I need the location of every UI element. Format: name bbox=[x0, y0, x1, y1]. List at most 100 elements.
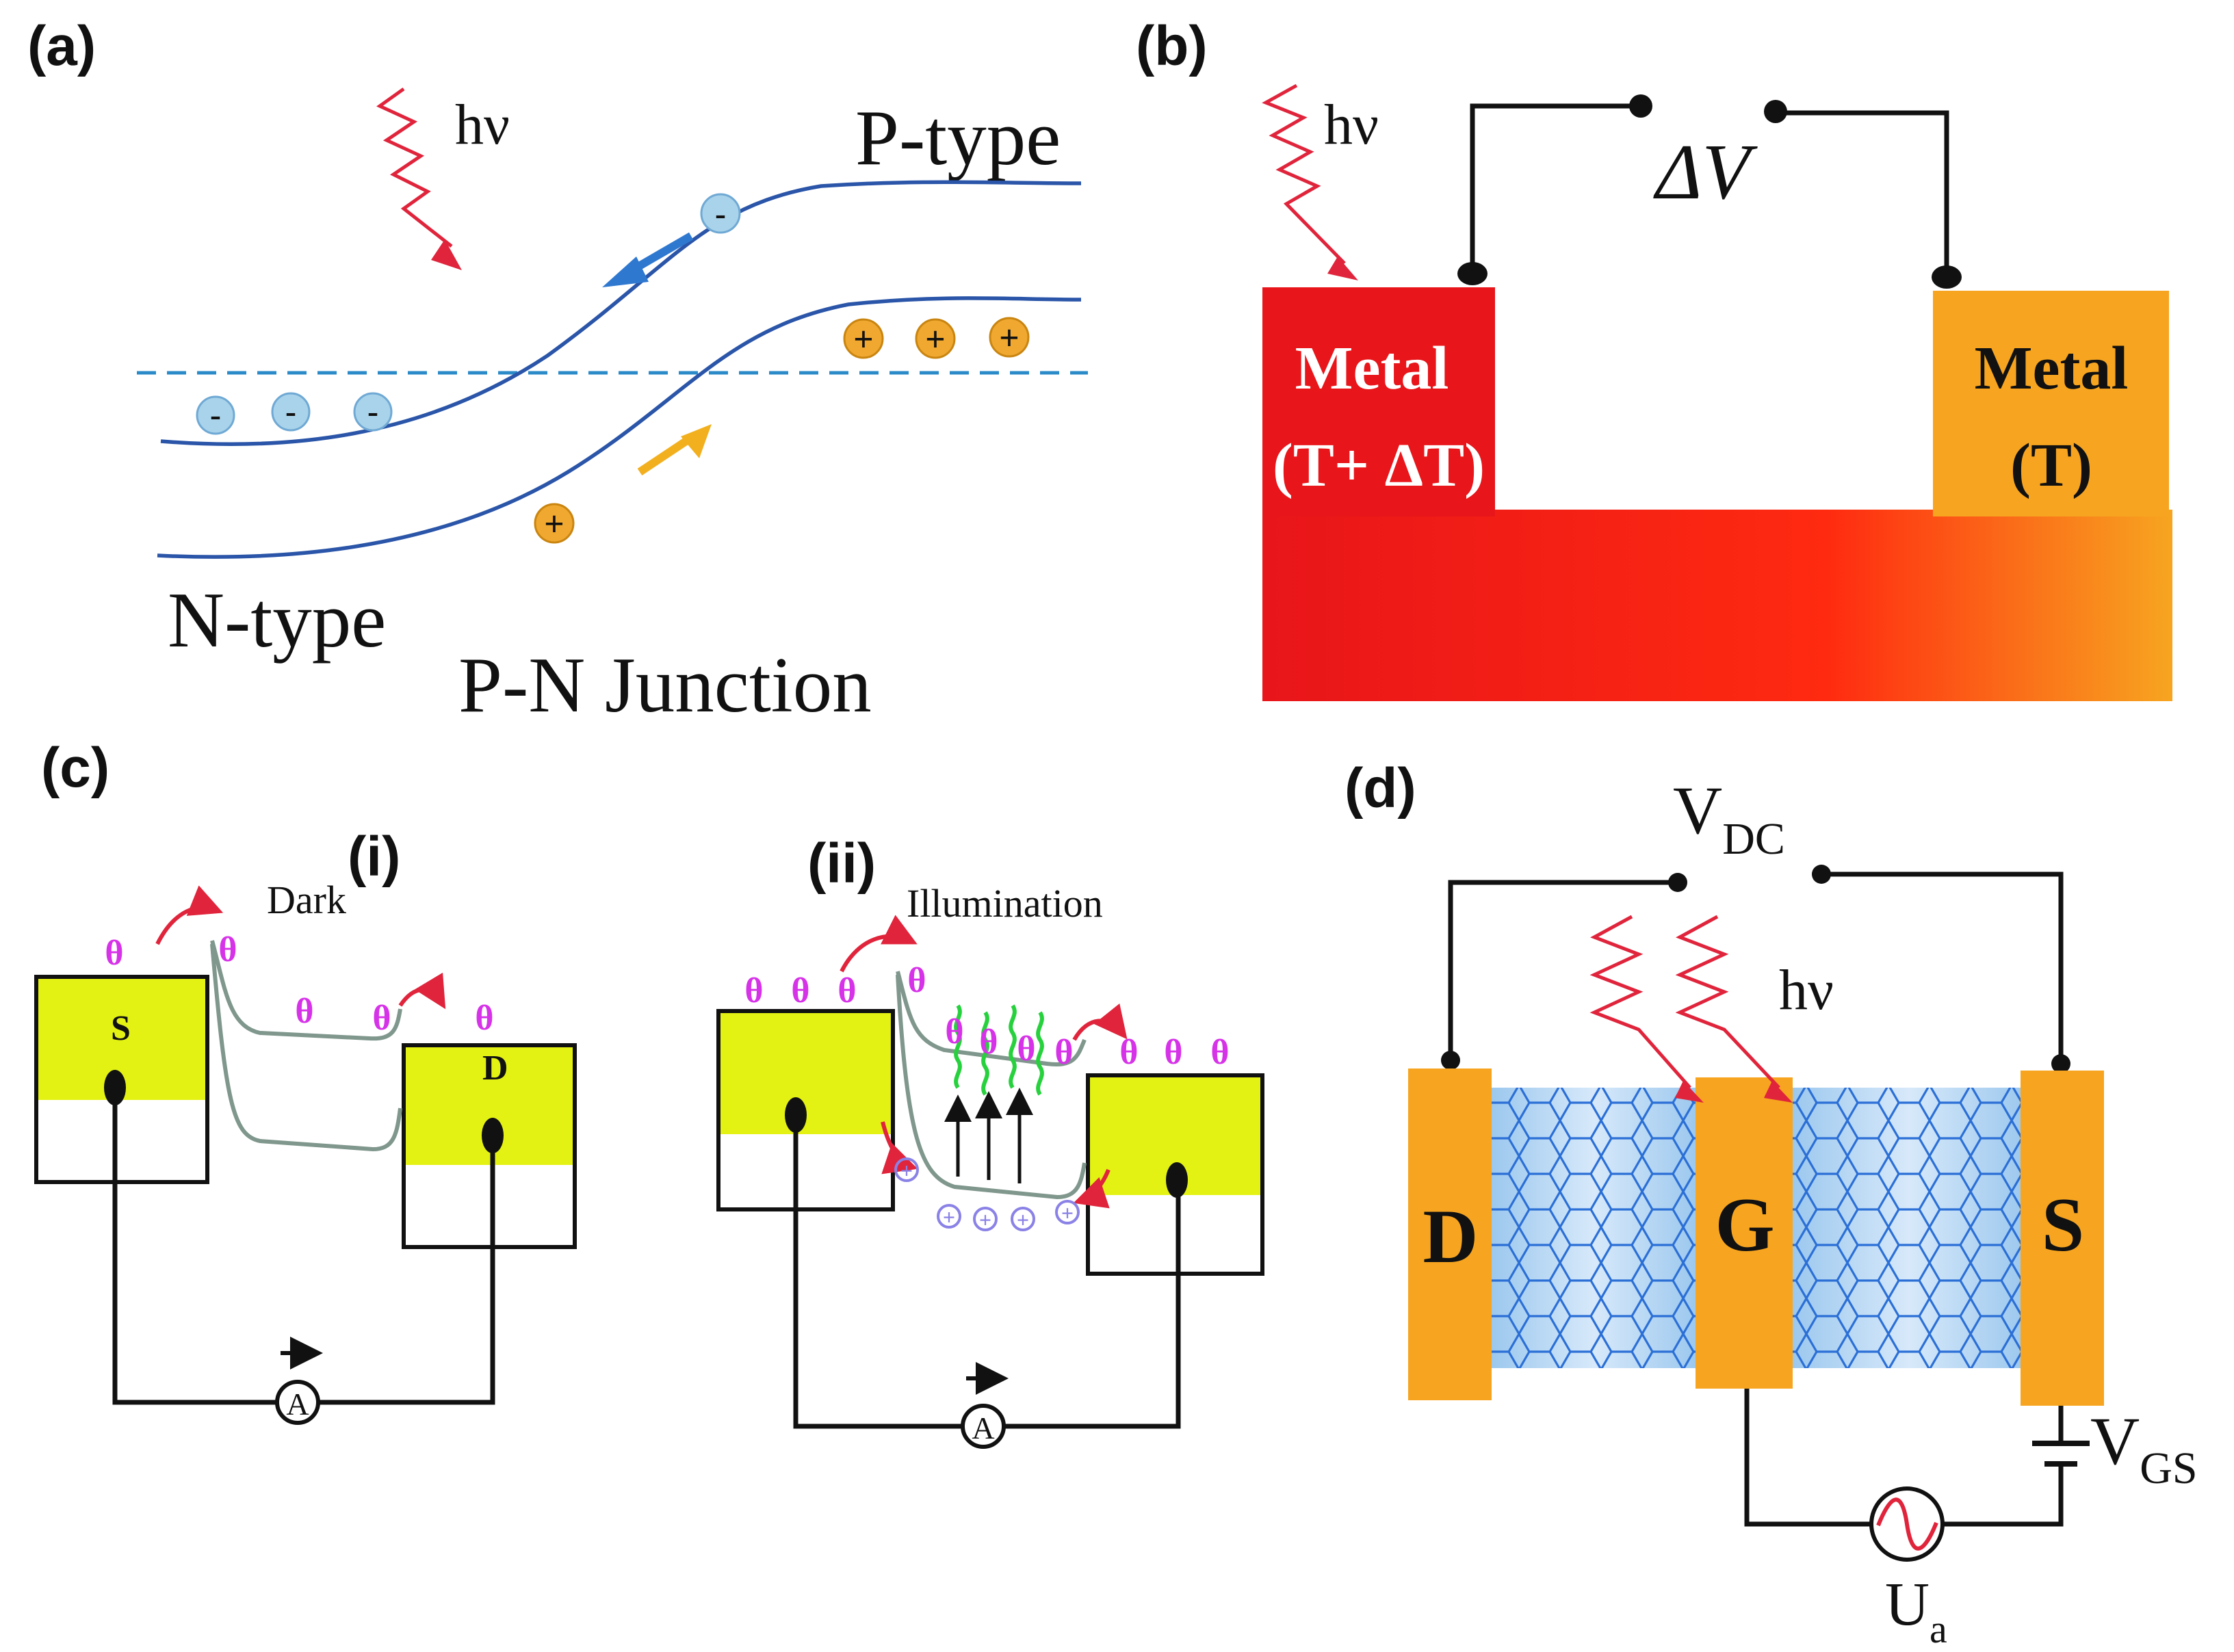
hot-metal-temp: (T+ ΔT) bbox=[1273, 432, 1485, 499]
svg-text:θ: θ bbox=[295, 992, 313, 1031]
circuit-wire-left bbox=[1470, 103, 1641, 274]
svg-text:-: - bbox=[715, 196, 726, 232]
contact-node bbox=[482, 1118, 504, 1153]
photon-label: hν bbox=[1779, 958, 1834, 1022]
svg-text:-: - bbox=[285, 393, 296, 430]
svg-text:+: + bbox=[1061, 1201, 1074, 1225]
terminal-node bbox=[1764, 100, 1787, 123]
subpanel-dark: (i) Dark S D θ θ θ θ θ A bbox=[34, 826, 577, 1425]
valence-band bbox=[210, 943, 402, 1152]
electron-drift-arrow-icon bbox=[602, 232, 694, 287]
panel-a: (a) hν P-type N-type P-N Junction - - - … bbox=[27, 15, 1088, 729]
conduction-band bbox=[210, 940, 402, 1041]
contact-node bbox=[1441, 1051, 1460, 1070]
electron-group: θ θ θ θ θ bbox=[105, 930, 493, 1038]
svg-text:θ: θ bbox=[1054, 1033, 1073, 1072]
contact-node bbox=[2051, 1054, 2070, 1073]
svg-text:θ: θ bbox=[791, 971, 809, 1010]
svg-text:θ: θ bbox=[744, 971, 763, 1010]
source-label: S bbox=[111, 1009, 131, 1048]
electron-hop-arrow-icon bbox=[155, 885, 224, 945]
electron-hop-arrow-icon bbox=[1072, 1003, 1128, 1041]
valence-band bbox=[896, 974, 1087, 1200]
panel-c-label: (c) bbox=[41, 737, 109, 799]
conduction-band bbox=[896, 971, 1087, 1066]
svg-text:θ: θ bbox=[979, 1023, 998, 1062]
cold-metal-temp: (T) bbox=[2010, 432, 2092, 499]
excitation-arrows-icon bbox=[944, 1088, 1033, 1183]
graphene-lattice-right bbox=[1793, 1088, 2025, 1368]
contact-node bbox=[104, 1070, 126, 1105]
panel-a-label: (a) bbox=[27, 15, 96, 77]
photon-arrowhead-icon bbox=[1327, 257, 1358, 280]
subpanel-i-label: (i) bbox=[348, 826, 400, 888]
svg-text:θ: θ bbox=[907, 961, 926, 1000]
drain-label: D bbox=[1423, 1194, 1479, 1279]
conduction-band bbox=[160, 180, 1082, 447]
circuit-wire bbox=[1448, 880, 1678, 1060]
ammeter-label: A bbox=[972, 1411, 994, 1445]
drain-electrode bbox=[402, 1043, 577, 1249]
panel-c: (c) (i) Dark S D θ θ θ θ θ bbox=[34, 737, 1264, 1449]
gate-electrode bbox=[1696, 1077, 1793, 1389]
svg-text:+: + bbox=[900, 1158, 913, 1183]
electron-group: θ θ θ θ θ θ θ θ θ θ θ bbox=[744, 961, 1229, 1072]
hole-drift-arrow-icon bbox=[637, 424, 712, 475]
circuit-wire bbox=[112, 1101, 281, 1405]
hole-carrier: + bbox=[915, 318, 956, 359]
circuit-wire bbox=[1821, 871, 2064, 1064]
ammeter-icon bbox=[275, 1380, 320, 1425]
contact-node bbox=[1166, 1162, 1188, 1198]
gate-label: G bbox=[1715, 1183, 1774, 1268]
circuit-wire bbox=[315, 1149, 495, 1405]
svg-text:θ: θ bbox=[1119, 1033, 1138, 1072]
vgs-label: VGS bbox=[2090, 1403, 2198, 1493]
svg-text:θ: θ bbox=[1017, 1030, 1035, 1068]
panel-d: (d) VDC D G S hν VGS bbox=[1345, 757, 2198, 1651]
svg-text:+: + bbox=[999, 319, 1019, 358]
svg-text:-: - bbox=[367, 393, 378, 430]
svg-text:+: + bbox=[943, 1205, 955, 1229]
photon-label: hν bbox=[1324, 93, 1379, 157]
svg-text:+: + bbox=[979, 1207, 991, 1232]
delta-v-label: ΔV bbox=[1653, 129, 1758, 215]
photon-arrowhead-icon bbox=[431, 239, 462, 270]
drain-electrode bbox=[1408, 1068, 1492, 1400]
source-label: S bbox=[2042, 1183, 2084, 1268]
circuit-wire-right bbox=[1776, 110, 1949, 274]
circuit-wire bbox=[793, 1129, 966, 1429]
contact-node bbox=[785, 1097, 807, 1133]
panel-b: (b) hν Metal (T+ ΔT) Metal (T) ΔV bbox=[1136, 15, 2172, 701]
svg-text:θ: θ bbox=[105, 934, 123, 973]
photon-wave-icon bbox=[1262, 83, 1346, 265]
electron-hop-arrow-icon bbox=[840, 915, 918, 973]
circuit-wire bbox=[1000, 1194, 1181, 1429]
drain-label: D bbox=[482, 1049, 508, 1088]
cold-metal-name: Metal bbox=[1975, 335, 2129, 402]
electron-carrier: - bbox=[271, 392, 311, 432]
source-electrode bbox=[716, 1009, 895, 1211]
svg-text:θ: θ bbox=[837, 971, 856, 1010]
circuit-wire bbox=[1744, 1389, 1871, 1527]
svg-text:+: + bbox=[925, 320, 946, 359]
hole-carrier: + bbox=[534, 503, 575, 544]
hot-metal-name: Metal bbox=[1295, 335, 1449, 402]
ua-label: Ua bbox=[1885, 1571, 1947, 1651]
subpanel-illumination: (ii) Illumination bbox=[716, 832, 1264, 1449]
ammeter-label: A bbox=[286, 1387, 309, 1421]
thermal-gradient-bar bbox=[1262, 510, 2172, 701]
svg-text:θ: θ bbox=[1210, 1033, 1229, 1072]
photon-wave-icon bbox=[1589, 915, 1793, 1103]
vdc-label: VDC bbox=[1673, 772, 1785, 864]
hole-hop-arrow-icon bbox=[881, 1121, 918, 1175]
electron-carrier: - bbox=[353, 392, 393, 432]
svg-text:θ: θ bbox=[475, 999, 493, 1038]
hole-carrier: + bbox=[989, 317, 1030, 358]
panel-d-label: (d) bbox=[1345, 757, 1416, 820]
svg-text:θ: θ bbox=[1164, 1033, 1182, 1072]
svg-text:+: + bbox=[544, 505, 564, 544]
graphene-lattice-left bbox=[1492, 1088, 1697, 1368]
dark-label: Dark bbox=[267, 878, 346, 922]
illumination-label: Illumination bbox=[907, 881, 1103, 926]
photon-label: hν bbox=[455, 93, 510, 157]
